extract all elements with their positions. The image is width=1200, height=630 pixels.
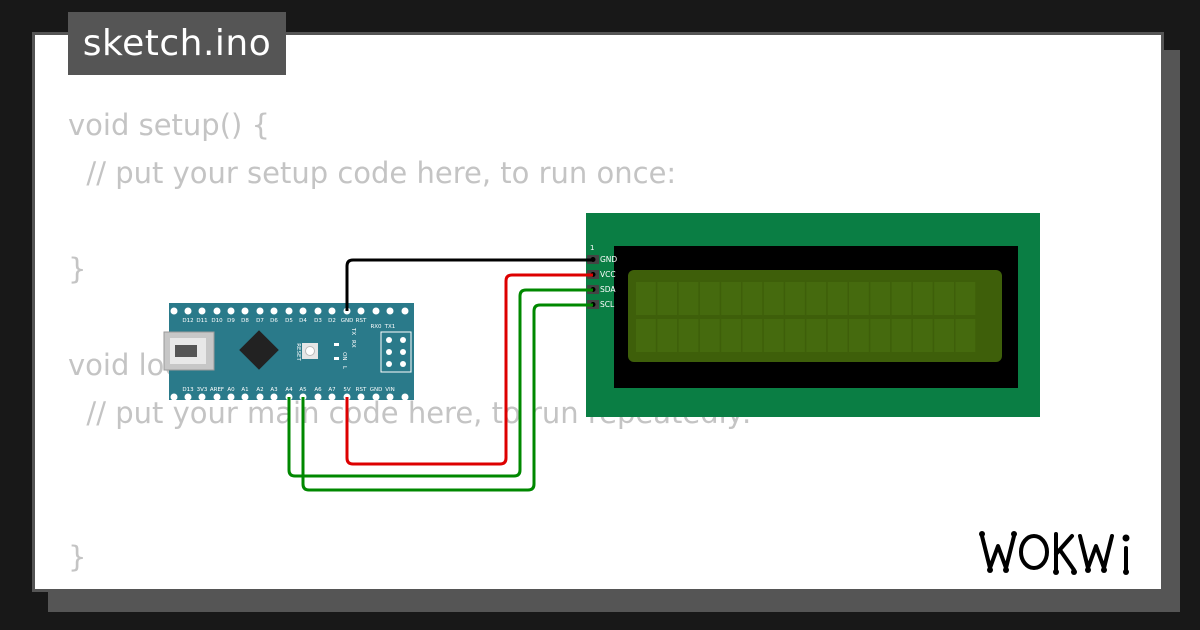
lcd-char-cell <box>699 319 720 352</box>
pin-label-d5: D5 <box>285 318 293 324</box>
pin-label-d7: D7 <box>256 318 264 324</box>
lcd-char-cell <box>806 282 827 315</box>
pin-label-rx0: RX0 <box>370 324 382 330</box>
lcd-char-cell <box>849 319 869 352</box>
lcd-char-cell <box>636 319 656 352</box>
code-line-4: } <box>68 252 87 286</box>
arduino-nano[interactable]: RESET TX RX ON L <box>163 303 414 401</box>
lcd-char-cell <box>934 282 954 315</box>
pin-label-d11: D11 <box>196 318 207 324</box>
lcd-char-cell <box>827 282 848 315</box>
lcd-char-cell <box>827 319 848 352</box>
pin-label-tx1: TX1 <box>384 324 396 330</box>
lcd-1602[interactable]: 1 GND VCC SDA SCL <box>586 213 1040 417</box>
led-label-l: L <box>341 366 347 370</box>
pin-label-gnd-top: GND <box>341 318 354 324</box>
lcd-char-cell <box>721 319 741 352</box>
led-on <box>334 343 339 346</box>
usb-port-hole <box>175 345 197 357</box>
pin-label-5v: 5V <box>343 387 350 393</box>
led-label-tx: TX <box>350 327 356 335</box>
lcd-char-cell <box>636 282 656 315</box>
code-line-2: // put your setup code here, to run once… <box>68 156 677 190</box>
wire-vcc[interactable] <box>345 273 593 466</box>
lcd-pin-sda: SDA <box>600 285 616 294</box>
led-label-on: ON <box>341 352 347 360</box>
pin-label-a5: A5 <box>299 387 307 393</box>
lcd-char-cell <box>870 282 891 315</box>
nano-bottom-pins <box>170 393 409 401</box>
reset-label: RESET <box>295 343 301 361</box>
pin-label-d10: D10 <box>211 318 223 324</box>
code-line-1: void setup() { <box>68 108 270 142</box>
lcd-char-cell <box>678 282 699 315</box>
lcd-pin1-label: 1 <box>590 244 594 252</box>
lcd-char-cell <box>912 282 933 315</box>
led-label-rx: RX <box>350 340 356 348</box>
pin-label-a2: A2 <box>256 387 263 393</box>
pin-label-d9: D9 <box>227 318 235 324</box>
wokwi-logo <box>976 528 1152 578</box>
lcd-char-cell <box>785 282 805 315</box>
lcd-char-cell <box>934 319 954 352</box>
pin-label-a7: A7 <box>328 387 336 393</box>
pin-label-rst-top: RST <box>356 318 367 324</box>
pin-label-aref: AREF <box>210 387 224 393</box>
pin-label-d6: D6 <box>270 318 278 324</box>
file-tab[interactable]: sketch.ino <box>68 12 286 75</box>
lcd-char-cell <box>785 319 805 352</box>
nano-top-pins <box>170 307 409 315</box>
lcd-char-cell <box>657 282 678 315</box>
lcd-char-cell <box>699 282 720 315</box>
icsp-header <box>380 331 412 373</box>
lcd-char-cell <box>891 319 912 352</box>
lcd-char-cell <box>742 282 763 315</box>
pin-label-d3: D3 <box>314 318 322 324</box>
pin-label-a1: A1 <box>241 387 248 393</box>
led-l <box>334 357 339 360</box>
icsp-pins <box>386 337 406 367</box>
lcd-char-cell <box>678 319 699 352</box>
pin-label-d2: D2 <box>328 318 336 324</box>
lcd-char-cell <box>870 319 891 352</box>
lcd-char-cell <box>721 282 741 315</box>
wire-gnd[interactable] <box>345 258 593 311</box>
lcd-pin-vcc: VCC <box>600 270 616 279</box>
pin-label-a0: A0 <box>227 387 235 393</box>
pin-label-d12: D12 <box>182 318 193 324</box>
lcd-pin-scl: SCL <box>600 300 615 309</box>
lcd-char-cells <box>636 282 976 352</box>
lcd-char-cell <box>912 319 933 352</box>
lcd-char-cell <box>763 282 784 315</box>
pin-label-3v3: 3V3 <box>197 387 208 393</box>
lcd-char-cell <box>849 282 869 315</box>
lcd-char-cell <box>657 319 678 352</box>
lcd-char-cell <box>806 319 827 352</box>
lcd-char-cell <box>891 282 912 315</box>
lcd-char-cell <box>742 319 763 352</box>
code-line-10: } <box>68 540 87 574</box>
pin-label-rst-bottom: RST <box>356 387 367 393</box>
pin-label-a4: A4 <box>285 387 293 393</box>
pin-label-vin: VIN <box>385 387 395 393</box>
pin-label-gnd-bottom: GND <box>370 387 383 393</box>
lcd-pin-gnd: GND <box>600 255 617 264</box>
wire-scl[interactable] <box>301 303 593 492</box>
lcd-char-cell <box>763 319 784 352</box>
wokwi-logo-mark <box>979 531 1130 575</box>
lcd-char-cell <box>955 282 976 315</box>
pin-label-d4: D4 <box>299 318 307 324</box>
wire-sda[interactable] <box>287 288 593 478</box>
mcu-chip <box>239 330 279 370</box>
lcd-char-cell <box>955 319 976 352</box>
pin-label-a6: A6 <box>314 387 322 393</box>
pin-label-d8: D8 <box>241 318 249 324</box>
pin-label-a3: A3 <box>270 387 278 393</box>
reset-button-cap[interactable] <box>305 346 315 356</box>
pin-label-d13: D13 <box>182 387 194 393</box>
